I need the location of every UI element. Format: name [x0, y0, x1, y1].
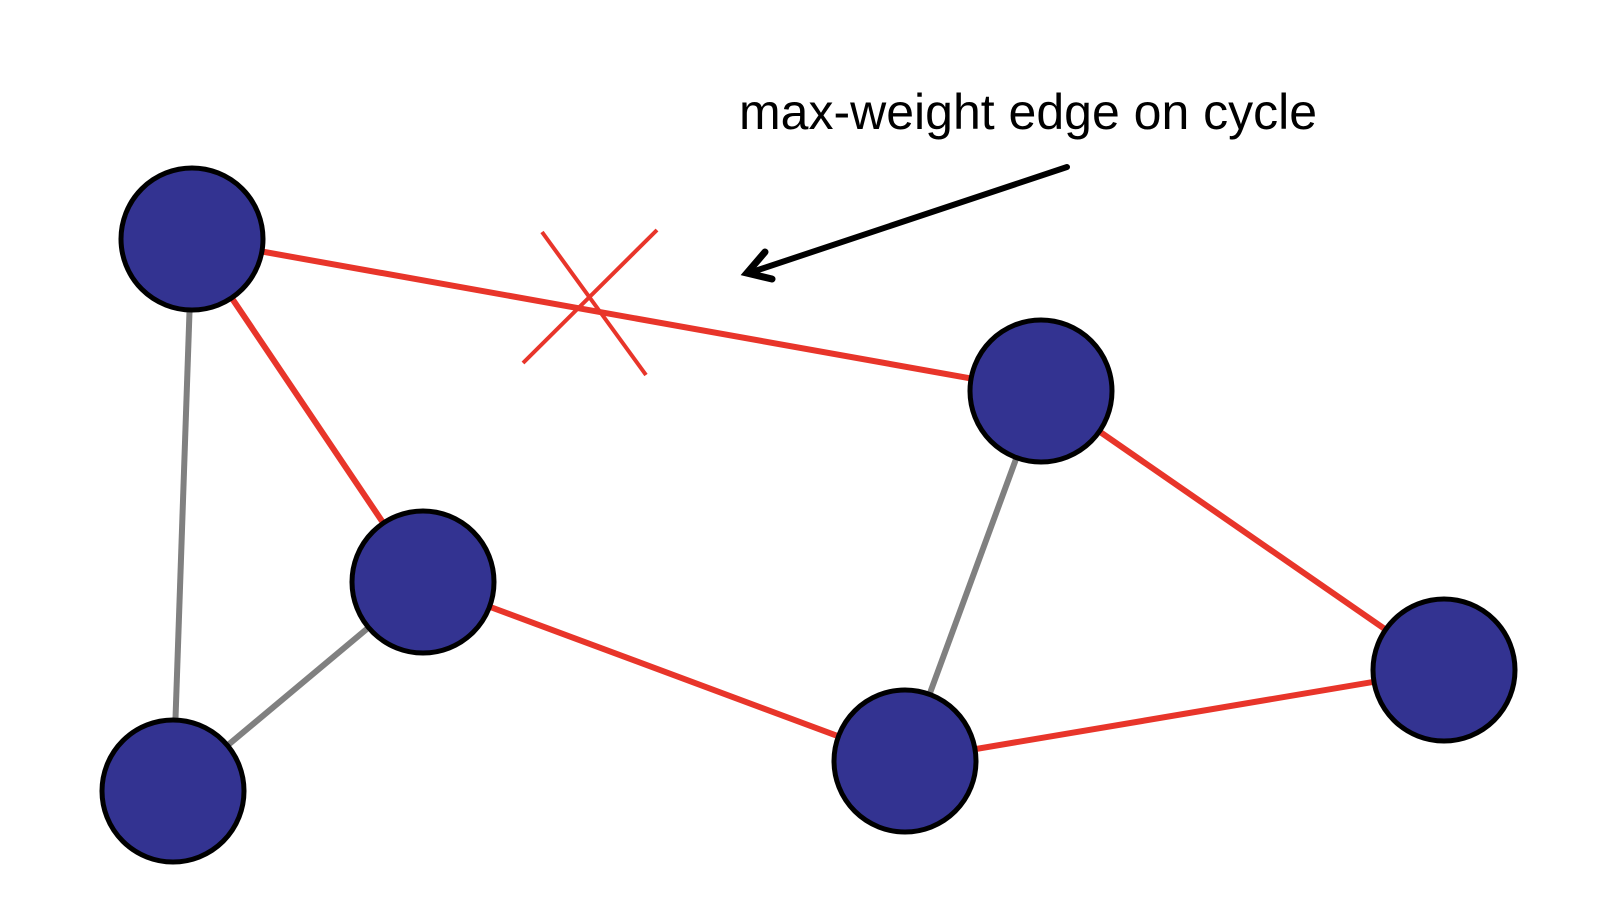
- annotation-arrow-shaft: [749, 164, 1070, 275]
- removed-edge-x-mark-stroke-1: [540, 230, 648, 377]
- node-f: [1370, 596, 1518, 744]
- edge-a-c: [170, 238, 195, 792]
- edges-layer: [170, 236, 1446, 794]
- node-e: [831, 687, 979, 835]
- node-a: [118, 165, 266, 313]
- node-c: [99, 717, 247, 865]
- node-b: [349, 508, 497, 656]
- marks-layer: [521, 164, 1070, 377]
- nodes-layer: [99, 165, 1518, 865]
- edge-e-f: [904, 667, 1445, 764]
- removed-edge-x-mark-stroke-2: [521, 228, 659, 365]
- annotation-arrowhead: [740, 248, 776, 283]
- edge-d-f: [1039, 388, 1446, 673]
- edge-b-e: [421, 579, 907, 764]
- annotation-label: max-weight edge on cycle: [739, 84, 1317, 140]
- node-d: [967, 317, 1115, 465]
- edge-a-d-removed: [191, 236, 1042, 394]
